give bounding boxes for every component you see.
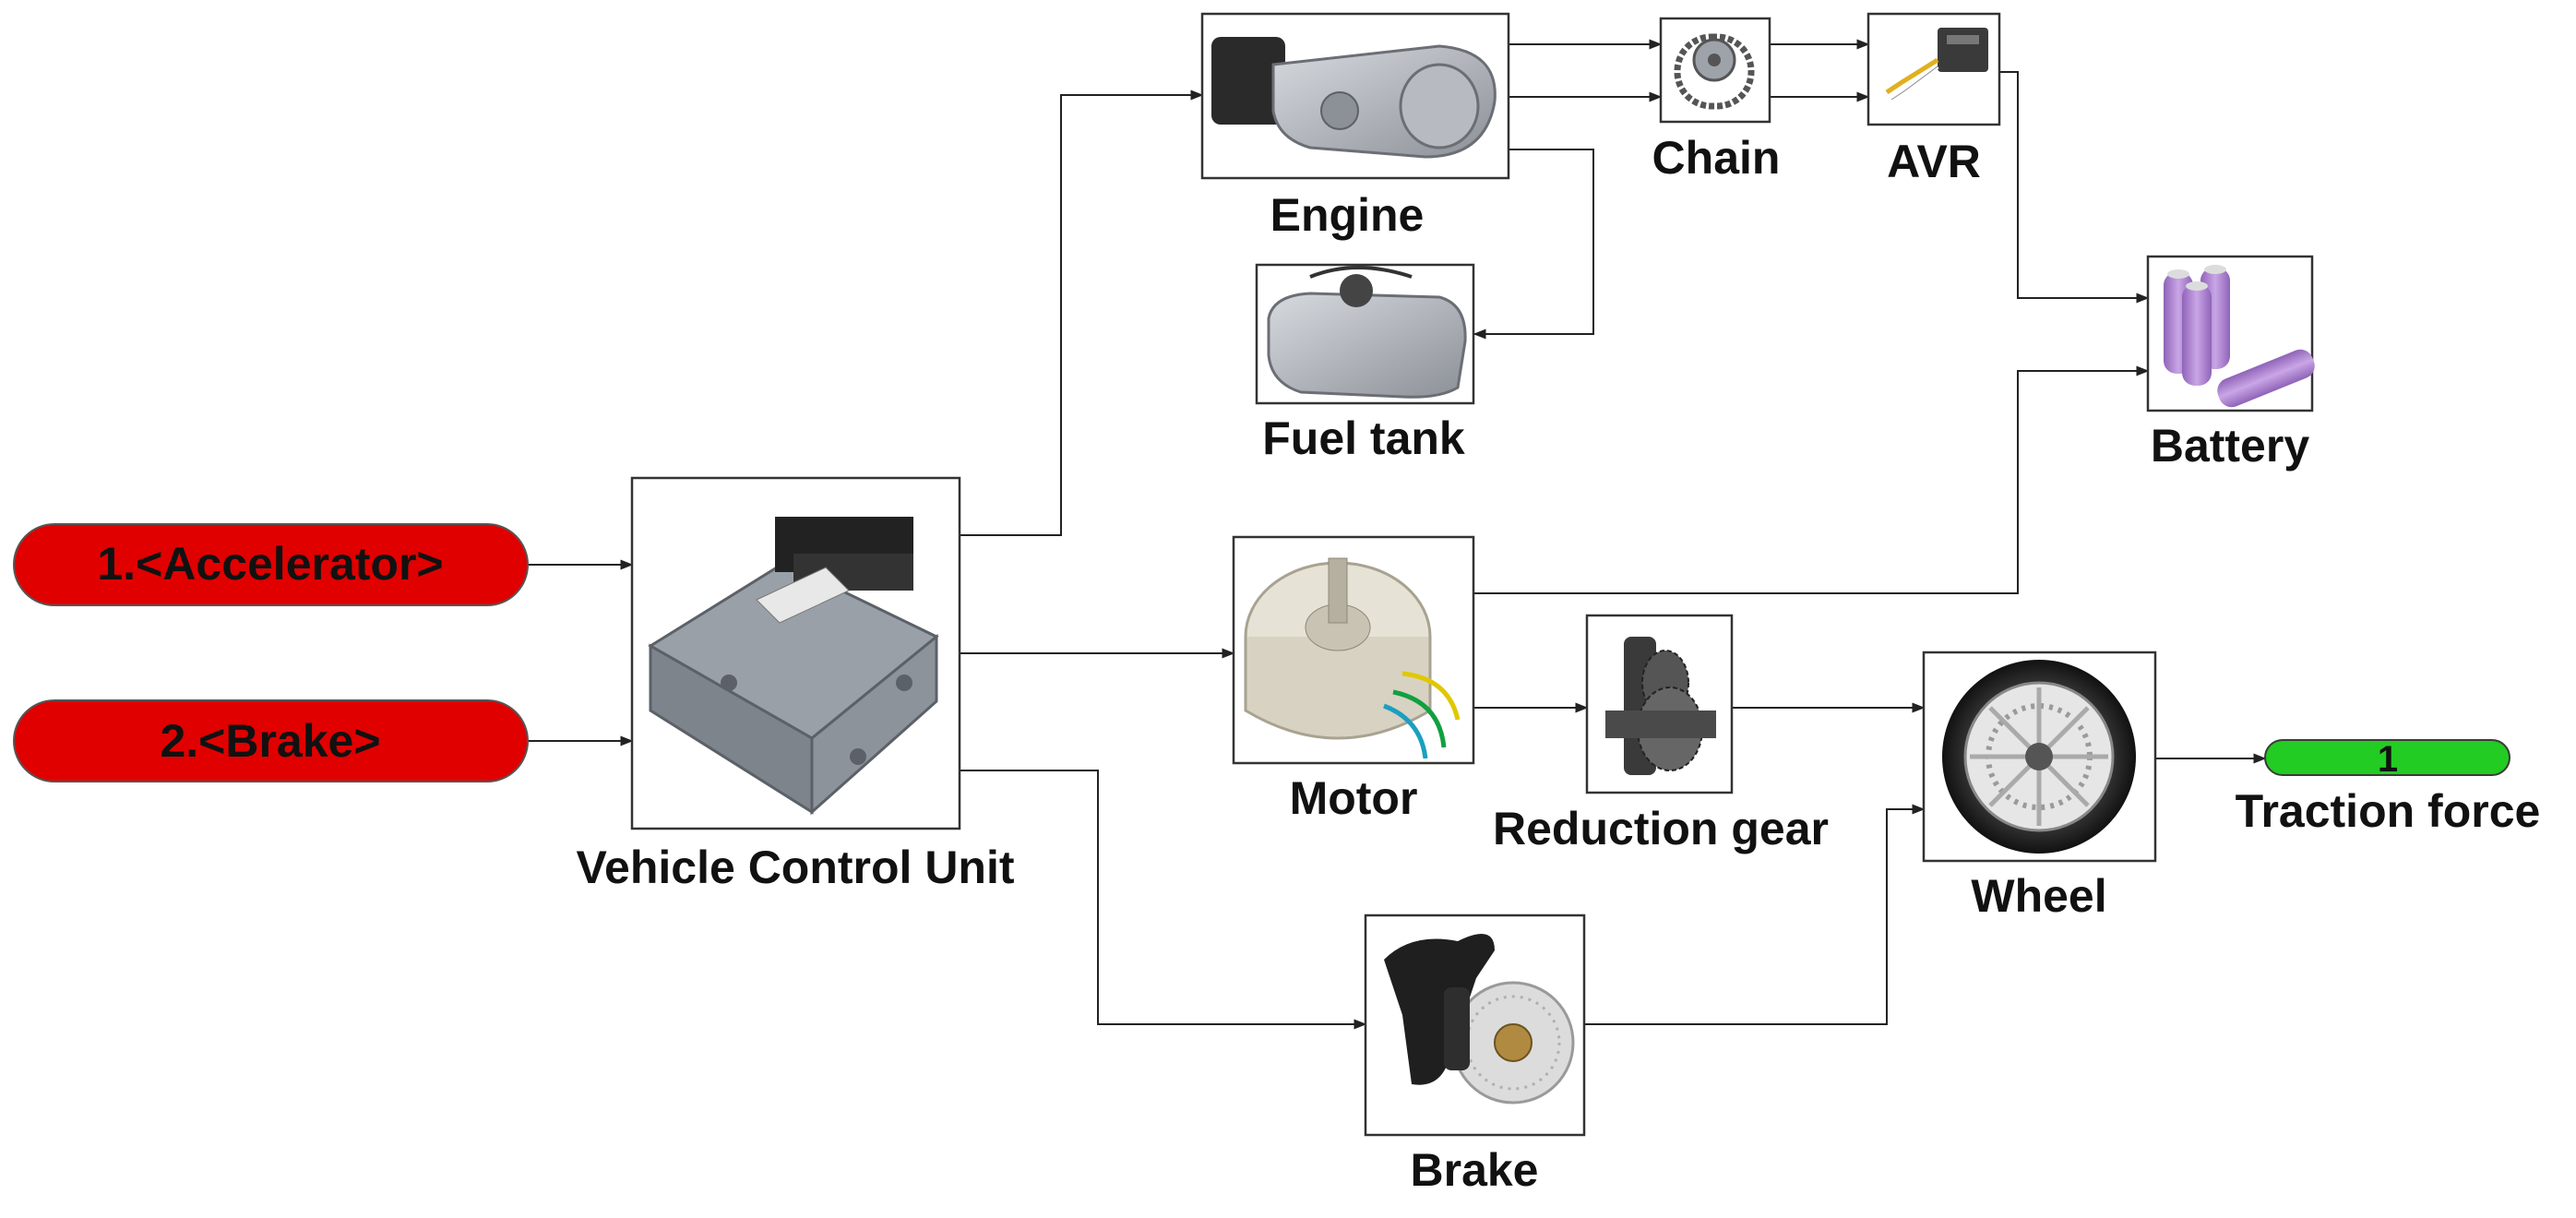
block-chain-label: Chain: [1652, 132, 1781, 184]
outport-number: 1: [2378, 739, 2398, 780]
wire-avr-to-battery: [1999, 71, 2150, 304]
block-wheel-label: Wheel: [1971, 870, 2106, 922]
signal-lines: [528, 39, 2267, 1030]
block-engine-label: Engine: [1270, 189, 1425, 241]
inport-brake-label: 2.<Brake>: [160, 715, 380, 767]
block-motor[interactable]: [1232, 535, 1475, 765]
block-reduction-gear[interactable]: [1585, 614, 1734, 794]
block-vehicle-control-unit[interactable]: [630, 476, 961, 830]
fuel-tank-icon: [1267, 266, 1467, 399]
wire-brake-to-wheel: [1584, 804, 1926, 1025]
block-fuel-tank-label: Fuel tank: [1262, 412, 1465, 464]
wire-motor-to-battery: [1473, 365, 2150, 594]
chain-sprocket-icon: [1674, 33, 1755, 110]
inport-accelerator[interactable]: 1.<Accelerator>: [13, 523, 529, 606]
gearbox-icon: [1605, 637, 1716, 775]
block-avr-label: AVR: [1887, 136, 1981, 187]
block-engine[interactable]: [1200, 12, 1510, 180]
ecu-module-icon: [648, 517, 939, 816]
block-avr[interactable]: [1866, 12, 2001, 126]
block-battery[interactable]: [2146, 255, 2319, 412]
voltage-regulator-icon: [1885, 28, 1988, 102]
wire-vcu-to-engine: [960, 90, 1204, 536]
block-battery-label: Battery: [2151, 420, 2309, 472]
block-fuel-tank[interactable]: [1255, 263, 1475, 405]
engine-icon: [1211, 37, 1497, 159]
electric-motor-icon: [1244, 557, 1461, 759]
block-wheel[interactable]: [1922, 651, 2157, 863]
wire-engine-to-fuel-tank: [1473, 149, 1594, 340]
inport-accelerator-label: 1.<Accelerator>: [97, 538, 443, 590]
block-brake-label: Brake: [1411, 1144, 1539, 1196]
block-reduction-gear-label: Reduction gear: [1493, 803, 1829, 854]
wheel-icon: [1942, 660, 2136, 854]
outport-traction-force-label: Traction force: [2236, 785, 2541, 837]
block-brake[interactable]: [1364, 914, 1586, 1137]
block-vcu-label: Vehicle Control Unit: [576, 842, 1014, 893]
battery-cells-icon: [2164, 265, 2315, 408]
block-chain[interactable]: [1659, 17, 1771, 124]
wire-vcu-to-brake: [960, 770, 1367, 1030]
disc-brake-icon: [1384, 934, 1575, 1105]
inport-brake[interactable]: 2.<Brake>: [13, 699, 529, 782]
outport-traction-force[interactable]: 1: [2264, 739, 2510, 780]
block-motor-label: Motor: [1290, 772, 1418, 824]
